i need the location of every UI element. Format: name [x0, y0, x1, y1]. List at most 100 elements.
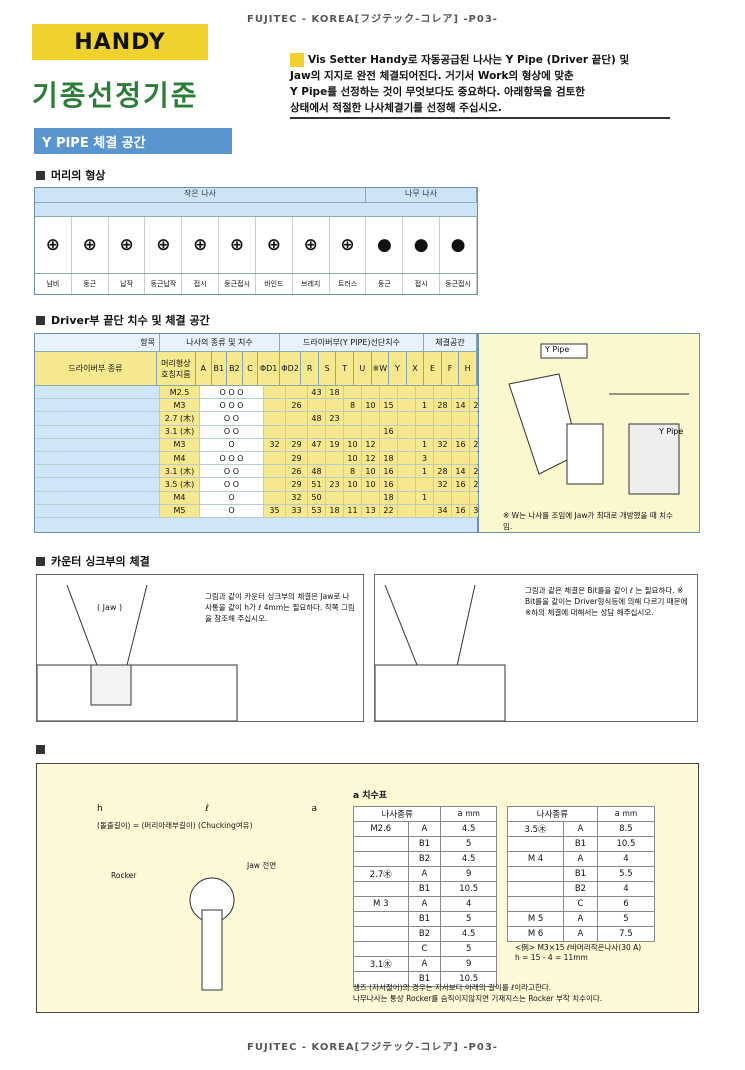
table-cell: 50: [308, 491, 326, 504]
th-nom-text: 호칭지름: [161, 369, 191, 379]
table-cell: [452, 491, 470, 504]
table-cell: O: [200, 504, 264, 517]
table-cell: 10.5: [440, 881, 497, 897]
table-cell: [362, 425, 380, 438]
th-a: a mm: [596, 806, 656, 822]
countersink-drawing-1: [36, 584, 238, 722]
th-ypipe: 드라이버부(Y PIPE)선단치수: [280, 334, 424, 351]
table-cell: [344, 491, 362, 504]
table-cell: 23: [326, 478, 344, 491]
th-col: ΦD2: [279, 352, 302, 385]
table-cell: 48: [308, 465, 326, 478]
table-cell: 47: [308, 438, 326, 451]
table-cell: [434, 412, 452, 425]
countersink-note-2: 그림과 같은 체결은 Bit를을 같이 ℓ 는 필요하다. ※ Bit를을 같이…: [525, 586, 688, 617]
table-cell: 26: [286, 399, 308, 412]
table-cell: 18: [380, 491, 398, 504]
table-cell: [452, 425, 470, 438]
table-cell: 14: [452, 399, 470, 412]
table-cell: [398, 491, 416, 504]
table-cell: [264, 465, 286, 478]
table-cell: [35, 451, 160, 465]
th-col: ※W: [371, 352, 390, 385]
table-cell: 3.5 (木): [160, 478, 200, 491]
table-cell: [264, 412, 286, 425]
square-icon: [36, 170, 45, 180]
ypipe-diagram: Y Pipe Y Pipe ※ W는 나사를 조임에 Jaw가 최대로 개방했을…: [478, 333, 700, 533]
screw-icon: ⊕: [293, 217, 330, 273]
table-cell: 29: [286, 478, 308, 491]
brand-logo: HANDY: [32, 24, 208, 60]
table-cell: 29: [286, 451, 308, 465]
table-row: M3O O O26810151281426: [35, 399, 488, 413]
table-cell: [380, 412, 398, 425]
screw-icon: ⊕: [35, 217, 72, 273]
table-cell: [264, 386, 286, 399]
table-cell: [362, 386, 380, 399]
table-cell: [452, 412, 470, 425]
table-cell: 4.5: [440, 926, 497, 942]
table-cell: 48: [308, 412, 326, 425]
table-cell: [434, 451, 452, 465]
table-cell: B2: [563, 881, 598, 897]
table-cell: 8: [344, 399, 362, 412]
section-banner: Y PIPE 체결 공간: [34, 128, 232, 154]
table-cell: 4: [440, 896, 497, 912]
table-cell: 53: [308, 504, 326, 517]
table-cell: 33: [286, 504, 308, 517]
th-col: B2: [227, 352, 243, 385]
table-cell: [452, 451, 470, 465]
table-cell: 15: [380, 399, 398, 412]
table-cell: 4.5: [440, 851, 497, 867]
driver-dimension-table: 항목 나사의 종류 및 치수 드라이버부(Y PIPE)선단치수 체결공간 드라…: [34, 333, 488, 533]
table-cell: M4: [160, 491, 200, 504]
screw-icon: ⊕: [145, 217, 183, 273]
table-cell: [344, 386, 362, 399]
table-cell: 14: [452, 465, 470, 478]
table-cell: [506, 881, 565, 897]
table-cell: 12: [362, 451, 380, 465]
table-cell: [264, 425, 286, 438]
table-cell: A: [407, 866, 442, 882]
table-cell: 8.5: [596, 821, 656, 837]
table-cell: 16: [380, 478, 398, 491]
head-name: 접시: [403, 274, 441, 294]
table-cell: 18: [326, 504, 344, 517]
wood-screw-icon: ●: [403, 217, 441, 273]
table-cell: 16: [452, 478, 470, 491]
table-cell: B1: [407, 911, 442, 927]
rocker-drawing: [189, 877, 235, 991]
table-cell: O O: [200, 412, 264, 425]
countersink-box-1: ( Jaw ) 그림과 같이 카운터 싱크부의 체결은 Jaw로 나사통을 같이…: [36, 574, 364, 722]
footnote-text: 샘즈 (자서절어)의 경우는 자서보다 아래의 길이를 ℓ이라고한다.나무나사는…: [353, 983, 603, 1003]
section-heading: 머리의 형상: [36, 167, 105, 183]
th-space: 체결공간: [424, 334, 477, 351]
table-cell: [35, 425, 160, 438]
table-cell: B1: [563, 836, 598, 852]
table-cell: [398, 412, 416, 425]
table-cell: [308, 425, 326, 438]
table-cell: A: [407, 821, 442, 837]
diagram-label: Y Pipe: [545, 345, 570, 354]
table-cell: B1: [407, 971, 442, 987]
th-item: 항목: [35, 334, 160, 351]
head-name: 바인드: [256, 274, 293, 294]
table-cell: 16: [380, 465, 398, 478]
th-col: F: [441, 352, 460, 385]
example-text: <例> M3×15 ℓ바머리작은나사(30 A)h = 15 - 4 = 11m…: [515, 943, 642, 962]
table-cell: 28: [434, 465, 452, 478]
table-cell: M 6: [506, 926, 565, 942]
